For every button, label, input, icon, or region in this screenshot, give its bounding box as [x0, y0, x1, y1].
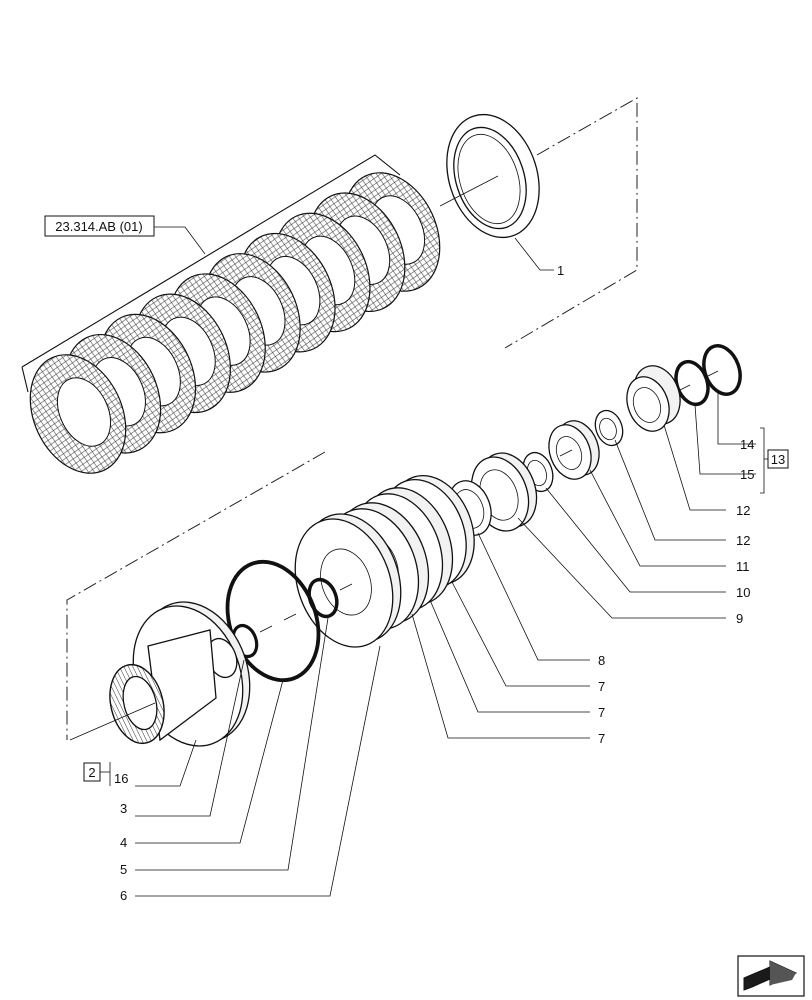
next-page-arrow-icon[interactable]	[737, 955, 805, 997]
reference-label[interactable]: 23.314.AB (01)	[44, 215, 155, 237]
callout-13: 13	[771, 452, 785, 467]
callout-2-box	[83, 762, 101, 782]
leader-lines	[100, 226, 768, 897]
callout-7a: 7	[598, 679, 605, 694]
friction-disc-bore	[56, 377, 112, 447]
callout-1: 1	[557, 263, 564, 278]
callout-12-lower: 12	[736, 533, 750, 548]
callout-6: 6	[120, 888, 127, 903]
callout-9: 9	[736, 611, 743, 626]
part-16-clutch-hub	[109, 601, 251, 747]
callout-labels: 1 14 15 13 12 12 11 10 9 8 7 7 7 2 16 3 …	[83, 263, 789, 903]
callout-5: 5	[120, 862, 127, 877]
callout-10: 10	[736, 585, 750, 600]
part-12-small-ring	[594, 409, 624, 447]
callout-3: 3	[120, 801, 127, 816]
part-11-bearing-race	[548, 420, 600, 480]
callout-11: 11	[736, 559, 750, 574]
callout-15: 15	[740, 467, 754, 482]
callout-14: 14	[740, 437, 754, 452]
part-1-seal-ring	[439, 113, 540, 239]
part-12-piston	[626, 365, 681, 432]
callout-7c: 7	[598, 731, 605, 746]
callout-16: 16	[114, 771, 128, 786]
clutch-disc-pack	[21, 154, 441, 474]
callout-13-box	[767, 449, 789, 469]
callout-8: 8	[598, 653, 605, 668]
axis-lines	[69, 370, 719, 741]
callout-4: 4	[120, 835, 127, 850]
callout-2: 2	[88, 765, 95, 780]
part-14-15-o-rings	[674, 344, 742, 407]
callout-12-upper: 12	[736, 503, 750, 518]
svg-text:23.314.AB (01): 23.314.AB (01)	[55, 219, 142, 234]
callout-7b: 7	[598, 705, 605, 720]
center-lines	[66, 97, 638, 740]
